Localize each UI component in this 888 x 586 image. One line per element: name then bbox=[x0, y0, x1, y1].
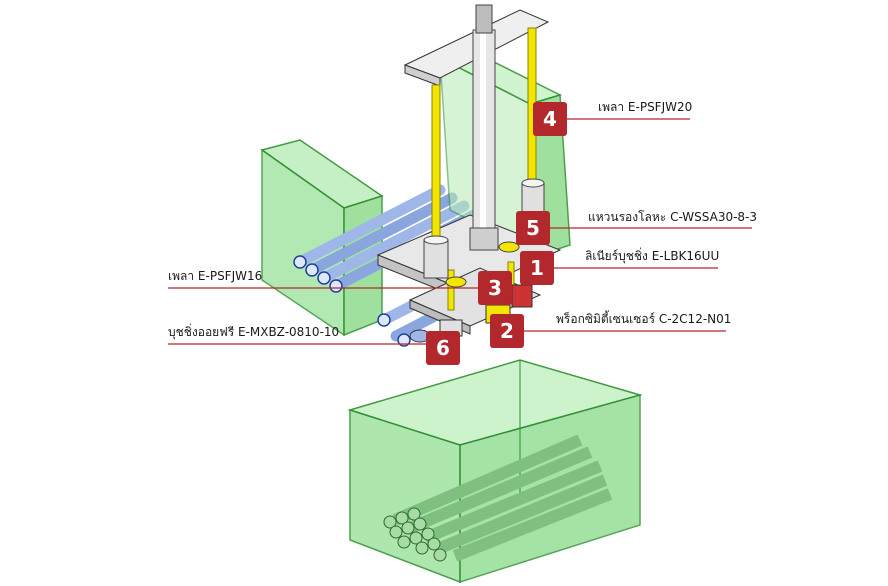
callout-3: 3 เพลา E-PSFJW16 bbox=[168, 269, 512, 305]
callout-6: 6 บุชชิ่งออยฟรี E-MXBZ-0810-10 bbox=[168, 323, 460, 365]
callout-label: แหวนรองโลหะ C-WSSA30-8-3 bbox=[588, 210, 757, 224]
callout-4: 4 เพลา E-PSFJW20 bbox=[533, 100, 692, 136]
callout-2: 2 พร็อกซิมิตี้เซนเซอร์ C-2C12-N01 bbox=[490, 310, 731, 348]
callout-label: พร็อกซิมิตี้เซนเซอร์ C-2C12-N01 bbox=[556, 310, 731, 326]
callout-number: 1 bbox=[530, 256, 544, 280]
callout-1: 1 ลิเนียร์บุชชิ่ง E-LBK16UU bbox=[520, 247, 719, 285]
callout-number: 6 bbox=[436, 336, 450, 360]
callout-number: 2 bbox=[500, 319, 514, 343]
callout-badge bbox=[520, 251, 554, 285]
callout-label: บุชชิ่งออยฟรี E-MXBZ-0810-10 bbox=[168, 323, 339, 340]
callout-badge bbox=[478, 271, 512, 305]
stacked-pipes bbox=[383, 434, 613, 562]
callout-label: ลิเนียร์บุชชิ่ง E-LBK16UU bbox=[585, 247, 719, 264]
callouts: 4 เพลา E-PSFJW20 5 แหวนรองโลหะ C-WSSA30-… bbox=[168, 100, 757, 365]
callout-number: 3 bbox=[488, 276, 502, 300]
callout-badge bbox=[516, 211, 550, 245]
callout-number: 4 bbox=[543, 107, 557, 131]
callout-badge bbox=[490, 314, 524, 348]
callout-badge bbox=[533, 102, 567, 136]
callout-number: 5 bbox=[526, 216, 540, 240]
linear-bushings bbox=[423, 178, 545, 288]
callout-badge bbox=[426, 331, 460, 365]
air-cylinder bbox=[469, 4, 499, 251]
collection-bin bbox=[347, 359, 643, 584]
callout-5: 5 แหวนรองโลหะ C-WSSA30-8-3 bbox=[516, 210, 757, 245]
callout-label: เพลา E-PSFJW20 bbox=[598, 100, 692, 114]
callout-label: เพลา E-PSFJW16 bbox=[168, 269, 262, 283]
